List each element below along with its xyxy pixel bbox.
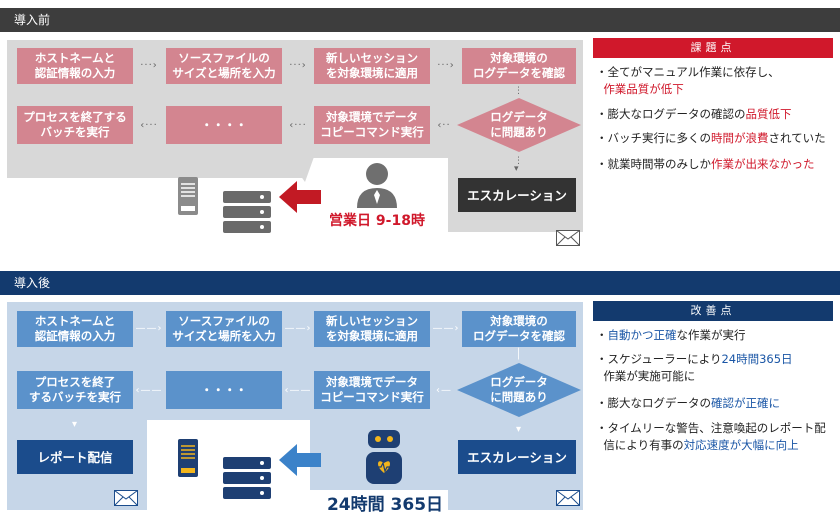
before-copy-box: 対象環境でデータ コピーコマンド実行	[314, 106, 430, 144]
mail-icon	[114, 490, 138, 506]
before-arrow-5: ‹···	[289, 119, 307, 131]
before-escalation-box: エスカレーション	[458, 178, 576, 212]
before-hostname-box: ホストネームと 認証情報の入力	[17, 48, 133, 84]
mail-icon	[556, 490, 580, 506]
before-decision-label: ログデータ に問題あり	[490, 110, 548, 139]
after-report-box: レポート配信	[17, 440, 133, 474]
before-arrow-down-1: ⋮	[514, 86, 524, 96]
blue-arrow-icon	[279, 444, 321, 476]
improvement-4: ・タイムリーな警告、注意喚起のレポート配 信により有事の対応速度が大幅に向上	[596, 421, 826, 452]
after-copy-box: 対象環境でデータ コピーコマンド実行	[314, 371, 430, 409]
issue-1: ・全てがマニュアル作業に依存し、 作業品質が低下	[596, 65, 780, 96]
before-source-box: ソースファイルの サイズと場所を入力	[166, 48, 282, 84]
after-arrow-2: ——›	[284, 322, 312, 334]
issue-4: ・就業時間帯のみしか作業が出来なかった	[596, 157, 815, 171]
before-session-box: 新しいセッション を対象環境に適用	[314, 48, 430, 84]
after-header: 導入後	[0, 271, 840, 295]
robot-icon	[366, 430, 402, 484]
after-arrow-6: ‹——	[135, 384, 163, 396]
after-end-box: プロセスを終了 するバッチを実行	[17, 371, 133, 409]
before-arrow-1: ···›	[140, 59, 158, 71]
before-arrow-4: ‹··	[437, 119, 451, 131]
after-source-box: ソースファイルの サイズと場所を入力	[166, 311, 282, 347]
issues-title: 課題点	[593, 38, 833, 58]
after-arrow-3: ——›	[432, 322, 460, 334]
after-arrow-down-1: │	[515, 348, 523, 360]
after-ellipsis-box: ・・・・	[166, 371, 282, 409]
after-session-box: 新しいセッション を対象環境に適用	[314, 311, 430, 347]
after-decision-diamond	[457, 363, 581, 417]
before-arrow-down-2: ⋮▾	[514, 156, 524, 174]
improvement-1: ・自動かつ正確な作業が実行	[596, 328, 746, 342]
improvements-title: 改善点	[593, 301, 833, 321]
before-end-box: プロセスを終了する バッチを実行	[17, 106, 133, 144]
before-ellipsis-box: ・・・・	[166, 106, 282, 144]
tower-icon	[178, 439, 198, 477]
after-hours-label: 24時間 365日	[326, 495, 444, 515]
tower-icon	[178, 177, 198, 215]
mail-icon	[556, 230, 580, 246]
before-arrow-6: ‹···	[140, 119, 158, 131]
improvement-2: ・スケジューラーにより24時間365日 作業が実施可能に	[596, 352, 793, 383]
after-arrow-4: ‹—	[436, 384, 452, 396]
before-header: 導入前	[0, 8, 840, 32]
red-arrow-icon	[279, 181, 321, 213]
after-arrow-5: ‹——	[284, 384, 312, 396]
improvement-3: ・膨大なログデータの確認が正確に	[596, 396, 780, 410]
before-panel-tail	[285, 154, 315, 182]
after-arrow-down-3: ▾	[71, 418, 79, 430]
after-escalation-box: エスカレーション	[458, 440, 576, 474]
person-icon	[357, 163, 397, 208]
before-hours-label: 営業日 9-18時	[329, 213, 425, 229]
after-hostname-box: ホストネームと 認証情報の入力	[17, 311, 133, 347]
after-arrow-down-2: ▾	[515, 423, 523, 435]
server-icon	[223, 457, 271, 499]
before-arrow-3: ···›	[437, 59, 455, 71]
before-panel-notch	[7, 156, 305, 178]
issue-2: ・膨大なログデータの確認の品質低下	[596, 107, 792, 121]
after-log-box: 対象環境の ログデータを確認	[462, 311, 576, 347]
before-log-box: 対象環境の ログデータを確認	[462, 48, 576, 84]
server-icon	[223, 191, 271, 233]
issue-3: ・バッチ実行に多くの時間が浪費されていた	[596, 131, 826, 145]
after-arrow-1: ——›	[135, 322, 163, 334]
after-decision-label: ログデータ に問題あり	[490, 375, 548, 404]
before-arrow-2: ···›	[289, 59, 307, 71]
before-decision-diamond	[457, 98, 581, 152]
